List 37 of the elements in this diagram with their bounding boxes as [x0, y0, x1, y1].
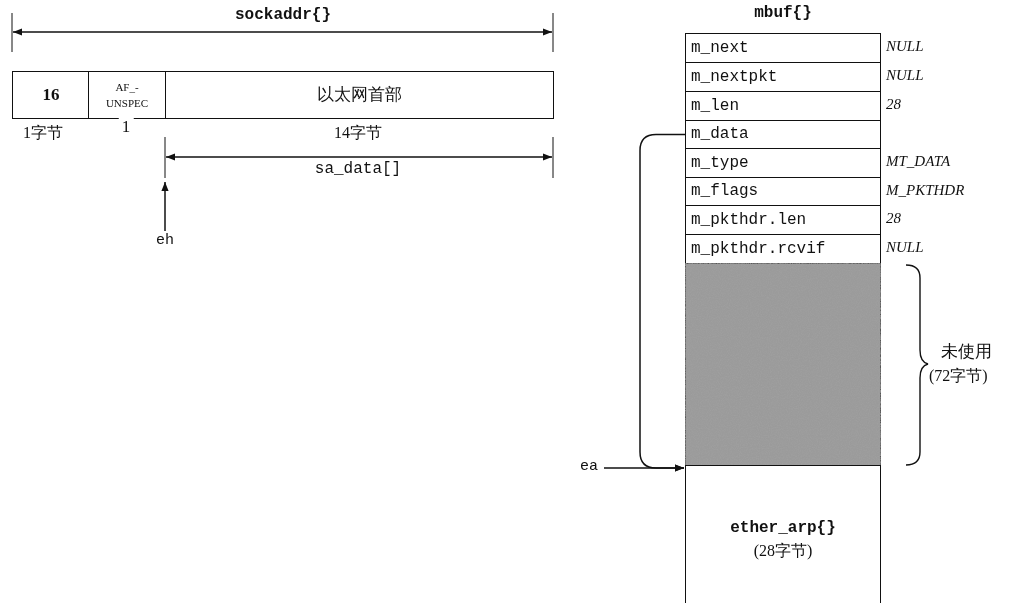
- field-value: 28: [886, 210, 901, 227]
- field-text: m_flags: [691, 181, 759, 202]
- size-note: (28字节): [753, 540, 813, 562]
- field-text: AF_- UNSPEC: [104, 79, 150, 111]
- struct-field: [685, 120, 881, 149]
- struct-field: [685, 33, 881, 63]
- field-text: m_next: [691, 37, 749, 59]
- field-text: m_pkthdr.rcvif: [691, 238, 826, 260]
- field-text: eh: [156, 231, 174, 251]
- field-value: M_PKTHDR: [886, 182, 965, 199]
- annotation-text: (72字节): [929, 366, 988, 387]
- struct-field: [165, 71, 554, 119]
- field-text: m_len: [691, 95, 739, 117]
- field-text: ea: [580, 457, 598, 477]
- field-text: 16: [42, 83, 60, 106]
- arrow: [603, 464, 685, 472]
- field-text: m_data: [691, 124, 749, 145]
- field-text: m_pkthdr.len: [691, 209, 807, 231]
- struct-field: [12, 71, 89, 119]
- arrow: [161, 181, 169, 232]
- field-text: 以太网首部: [316, 83, 402, 106]
- struct-field: [88, 71, 166, 119]
- field-text: ether_arp{}: [730, 518, 836, 539]
- struct-field: [685, 465, 881, 603]
- struct-field: [685, 62, 881, 92]
- struct-field: [685, 91, 881, 121]
- struct-field: [685, 148, 881, 178]
- struct-field: [685, 177, 881, 206]
- field-text: m_type: [691, 152, 749, 174]
- struct-field: [685, 205, 881, 235]
- field-value: NULL: [886, 67, 924, 84]
- annotation-text: 未使用: [941, 341, 992, 363]
- field-value: 28: [886, 96, 901, 113]
- field-text: m_nextpkt: [691, 66, 778, 88]
- field-value: MT_DATA: [886, 153, 951, 170]
- field-value: NULL: [886, 38, 924, 55]
- field-value: NULL: [886, 239, 924, 256]
